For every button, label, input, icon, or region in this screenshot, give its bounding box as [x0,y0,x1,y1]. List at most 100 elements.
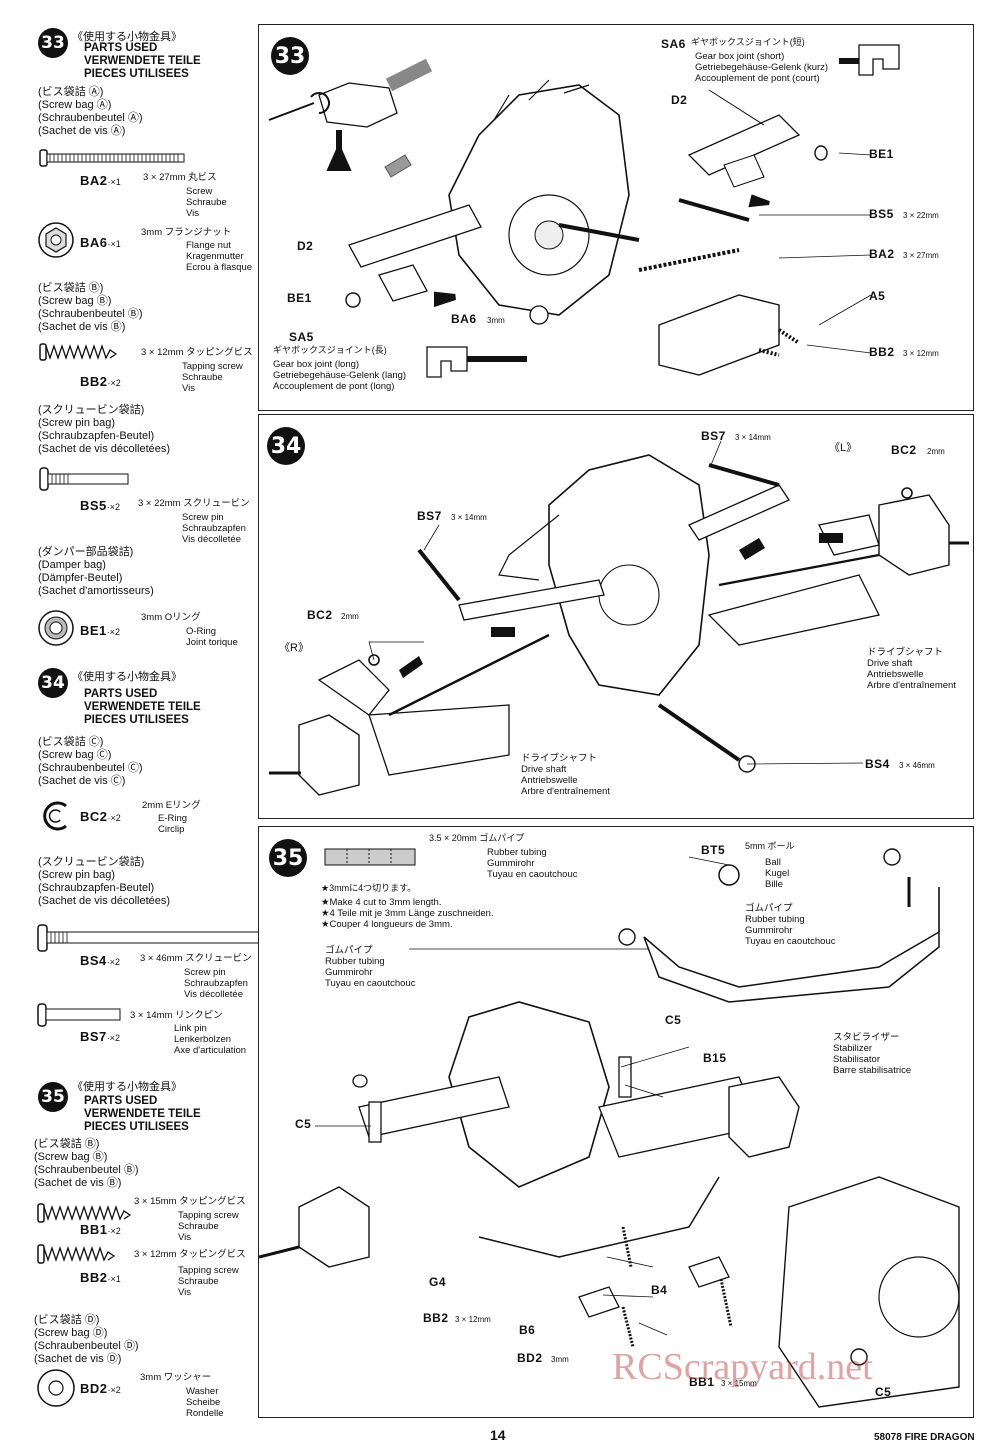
label-ba2-size: 3 × 27mm [903,251,939,260]
label-tube-size: 3.5 × 20mm ゴムパイプ [429,833,525,843]
label-b4: B4 [651,1283,668,1297]
parts-used-fr: PIECES UTILISEES [84,1121,189,1133]
ba6-size: 3mm フランジナット [141,227,232,238]
label-bc2-right: BC2 [891,443,917,457]
label-bs4: BS4 [865,757,890,771]
label-b6: B6 [519,1323,536,1337]
part-bb1: BB1·×2 [80,1222,121,1237]
sidebar-part-drawings [37,149,258,1407]
label-sa5-desc: Gear box joint (long)Getriebegehäuse-Gel… [273,359,407,392]
watermark: RCScrapyard.net [612,1346,873,1388]
label-b15: B15 [703,1051,727,1065]
bc2-e-ring-icon [43,801,67,831]
label-bb2-35: BB2 [423,1311,449,1325]
step-34-badge: 34 [38,668,68,698]
bb2-35-size: 3 × 12mm タッピングビス [134,1249,246,1260]
parts-sidebar: 33 《使用する小物金具》 PARTS USED VERWENDETE TEIL… [0,0,258,1452]
bs5-screw-pin-icon [39,467,129,491]
step-35-badge: 35 [38,1082,68,1112]
parts-used-jp: 《使用する小物金具》 [72,1080,182,1093]
label-g4: G4 [429,1275,447,1289]
label-bb2: BB2 [869,345,895,359]
label-bs5-size: 3 × 22mm [903,211,939,220]
bs7-link-pin-icon [37,1003,121,1027]
label-c5-inset: C5 [875,1385,892,1399]
part-bs4: BS4·×2 [80,953,121,968]
bb1-size: 3 × 15mm タッピングビス [134,1196,246,1207]
part-bb2: BB2·×2 [80,374,121,389]
label-bt5: BT5 [701,843,726,857]
step-33-panel: 33 SA6 ギヤボックスジョイント(短) Gear box joint (sh… [258,24,974,411]
ba6-flange-nut-icon [38,222,74,258]
label-bc2-left-size: 2mm [341,612,359,621]
label-c5-left: C5 [295,1117,312,1131]
parts-used-fr: PIECES UTILISEES [84,68,189,80]
screw-bag-c: (ビス袋詰 Ⓒ)(Screw bag Ⓒ)(Schraubenbeutel Ⓒ)… [38,736,143,787]
bd2-washer-icon [37,1369,75,1407]
parts-used-de: VERWENDETE TEILE [84,1108,201,1120]
label-sa5-jp: ギヤボックスジョイント(長) [273,345,387,355]
label-bc2-right-size: 2mm [927,447,945,456]
part-ba2: BA2·×1 [80,173,121,188]
label-cut-instructions: ★Make 4 cut to 3mm length.★4 Teile mit j… [321,897,494,930]
screw-bag-a: (ビス袋詰 Ⓐ)(Screw bag Ⓐ)(Schraubenbeutel Ⓐ)… [38,86,143,137]
parts-used-fr: PIECES UTILISEES [84,714,189,726]
label-right-side: 《R》 [279,642,309,654]
parts-used-en: PARTS USED [84,688,158,700]
bb2-size: 3 × 12mm タッピングビス [141,347,253,358]
label-bs7-left: BS7 [417,509,442,523]
step-34-panel: 34 BS7 3 × 14mm 《L》 BC2 2mm BS7 3 × 14mm… [258,414,974,819]
parts-used-en: PARTS USED [84,1095,158,1107]
label-sa6: SA6 [661,37,686,51]
damper-bag: (ダンパー部品袋詰)(Damper bag)(Dämpfer-Beutel)(S… [38,546,154,597]
step-35-number: 35 [269,839,307,877]
bb1-tapping-screw-icon [37,1203,132,1223]
label-sa5: SA5 [289,330,314,344]
label-bb2-size: 3 × 12mm [903,349,939,358]
screw-bag-b: (ビス袋詰 Ⓑ)(Screw bag Ⓑ)(Schraubenbeutel Ⓑ)… [38,282,143,333]
label-ba6: BA6 [451,312,477,326]
label-ba2: BA2 [869,247,895,261]
ba2-size: 3 × 27mm 丸ビス [143,172,217,183]
part-bb2-35: BB2·×1 [80,1270,121,1285]
label-be1-left: BE1 [287,291,312,305]
bd2-size: 3mm ワッシャー [140,1372,212,1383]
step-33-number: 33 [271,37,309,75]
label-be1-right: BE1 [869,147,894,161]
parts-used-en: PARTS USED [84,42,158,54]
page-number: 14 [490,1427,506,1443]
step-35-stabilizer-drawing [259,848,960,1408]
label-bc2-left: BC2 [307,608,333,622]
parts-used-jp: 《使用する小物金具》 [72,670,182,683]
parts-used-de: VERWENDETE TEILE [84,701,201,713]
bs7-size: 3 × 14mm リンクピン [130,1010,223,1021]
label-c5-top: C5 [665,1013,682,1027]
step-34-suspension-drawing [269,440,969,796]
be1-o-ring-icon [38,610,74,646]
part-ba6: BA6·×1 [80,235,121,250]
label-bs5: BS5 [869,207,894,221]
label-bt5-jp: 5mm ボール [745,841,795,851]
label-left-side: 《L》 [829,442,858,454]
part-bs7: BS7·×2 [80,1029,121,1044]
be1-size: 3mm Oリング [141,612,201,623]
parts-used-jp: 《使用する小物金具》 [72,30,182,43]
label-bd2-size: 3mm [551,1355,569,1364]
step-33-gearbox-drawing [268,44,900,378]
step-34-number: 34 [267,427,305,465]
